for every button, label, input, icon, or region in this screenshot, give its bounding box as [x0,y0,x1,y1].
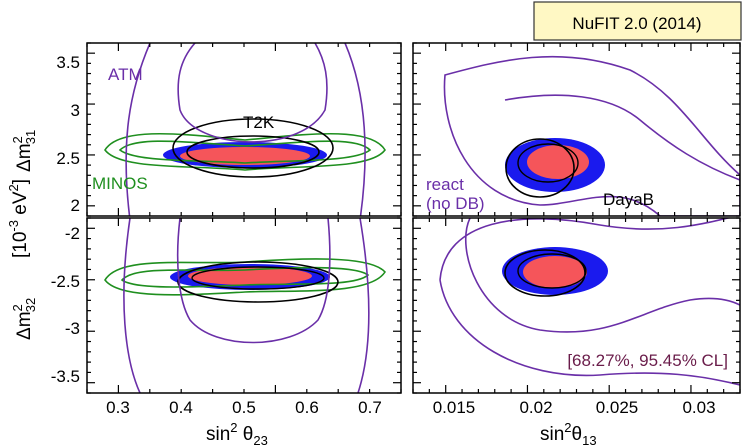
react-label: react [426,175,464,194]
x-tick-labels-left: 0.3 0.4 0.5 0.6 0.7 [106,398,382,417]
t2k-95-contour [172,118,334,178]
axis-ticks [86,42,741,394]
t2k-95-contour [177,261,339,303]
xtick-left-0.7: 0.7 [358,398,382,417]
global-68-region [188,267,312,285]
ylabel-top: Δm231 [10,130,38,172]
cl-note: [68.27%, 95.45% CL] [567,351,728,370]
global-68-region [180,147,310,165]
xtick-left-0.6: 0.6 [295,398,319,417]
y-tick-labels-bottom: -2 -2.5 -3 -3.5 [51,224,80,386]
dayab-label: DayaB [603,190,654,209]
ytick-bottom--3: -3 [65,319,80,338]
ytick-bottom--3.5: -3.5 [51,367,80,386]
ytick-top-3.5: 3.5 [56,53,80,72]
ylabel-bottom: Δm232 [10,298,38,340]
xlabel-left: sin2 θ23 [206,420,268,445]
dayab-68-contour [517,143,579,183]
x-tick-labels-right: 0.015 0.02 0.025 0.03 [433,398,716,417]
atm-68-contour [177,43,328,143]
react-95-contour [443,55,740,216]
xtick-left-0.3: 0.3 [106,398,130,417]
panel-bottom-right-contours [439,218,740,386]
global-68-region [527,145,589,179]
atm-95-contour [125,43,366,216]
y-tick-labels-top: 3.5 3 2.5 2 [56,53,80,215]
t2k-68-contour [191,266,325,290]
panel-bottom-left-contours [104,218,387,393]
ytick-bottom--2: -2 [65,224,80,243]
react-68-contour [465,218,740,333]
ylabel-units: [10-3 eV2] [6,179,31,258]
minos-95-contour [104,258,387,296]
react-68-contour [504,94,740,181]
ytick-top-2: 2 [71,196,80,215]
t2k-68-contour [186,135,320,169]
ytick-top-3: 3 [71,101,80,120]
version-badge: NuFIT 2.0 (2014) [533,1,742,41]
xtick-left-0.4: 0.4 [169,398,193,417]
panel-bottom-left-frame [86,217,402,394]
atm-label: ATM [108,65,143,84]
xtick-right-0.03: 0.03 [682,398,715,417]
ytick-top-2.5: 2.5 [56,149,80,168]
global-68-region [523,256,587,288]
minos-label: MINOS [92,174,148,193]
panel-top-left-contours [104,43,386,216]
dayab-95-contour [505,138,575,198]
xtick-right-0.015: 0.015 [433,398,476,417]
atm-95-contour [123,218,370,393]
ytick-bottom--2.5: -2.5 [51,272,80,291]
t2k-label: T2K [243,113,275,132]
xtick-right-0.025: 0.025 [596,398,639,417]
react-95-contour [439,218,740,386]
badge-text: NuFIT 2.0 (2014) [572,14,701,33]
xtick-right-0.02: 0.02 [519,398,552,417]
dayab-95-contour [504,249,586,297]
xlabel-right: sin2θ13 [540,420,597,445]
dayab-68-contour [517,253,587,289]
atm-68-contour [176,218,331,344]
xtick-left-0.5: 0.5 [232,398,256,417]
react-no-db-label: (no DB) [426,194,485,213]
panel-top-right-contours [443,55,740,216]
